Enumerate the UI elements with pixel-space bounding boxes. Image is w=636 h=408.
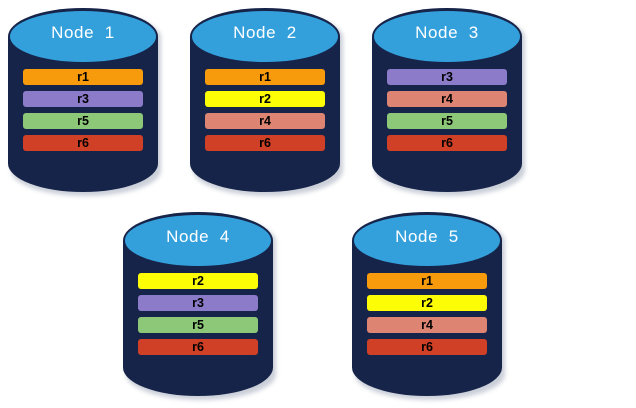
replica-bar[interactable]: r4 — [205, 112, 325, 129]
cylinder-top-ellipse — [354, 215, 500, 266]
replica-bar[interactable]: r6 — [387, 134, 507, 151]
replica-bar[interactable]: r5 — [138, 316, 258, 333]
replica-bar[interactable]: r2 — [205, 90, 325, 107]
replica-bar[interactable]: r2 — [138, 272, 258, 289]
cylinder-top-ellipse — [10, 11, 156, 62]
replica-bar[interactable]: r5 — [23, 112, 143, 129]
replica-bar[interactable]: r2 — [367, 294, 487, 311]
replica-bar[interactable]: r3 — [138, 294, 258, 311]
replica-bar[interactable]: r4 — [367, 316, 487, 333]
replica-bar[interactable]: r5 — [387, 112, 507, 129]
replica-bar[interactable]: r1 — [205, 68, 325, 85]
replica-bar[interactable]: r4 — [387, 90, 507, 107]
replica-bar[interactable]: r6 — [23, 134, 143, 151]
replica-list: r1 r2 r4 r6 — [352, 272, 502, 355]
replica-bar[interactable]: r6 — [205, 134, 325, 151]
replica-list: r2 r3 r5 r6 — [123, 272, 273, 355]
replica-bar[interactable]: r3 — [23, 90, 143, 107]
cylinder-top-ellipse — [374, 11, 520, 62]
replica-bar[interactable]: r1 — [23, 68, 143, 85]
replica-list: r3 r4 r5 r6 — [372, 68, 522, 151]
cylinder-top-ellipse — [192, 11, 338, 62]
replica-bar[interactable]: r1 — [367, 272, 487, 289]
replica-bar[interactable]: r6 — [367, 338, 487, 355]
replica-bar[interactable]: r3 — [387, 68, 507, 85]
replica-bar[interactable]: r6 — [138, 338, 258, 355]
replica-list: r1 r2 r4 r6 — [190, 68, 340, 151]
cylinder-top-ellipse — [125, 215, 271, 266]
replica-list: r1 r3 r5 r6 — [8, 68, 158, 151]
